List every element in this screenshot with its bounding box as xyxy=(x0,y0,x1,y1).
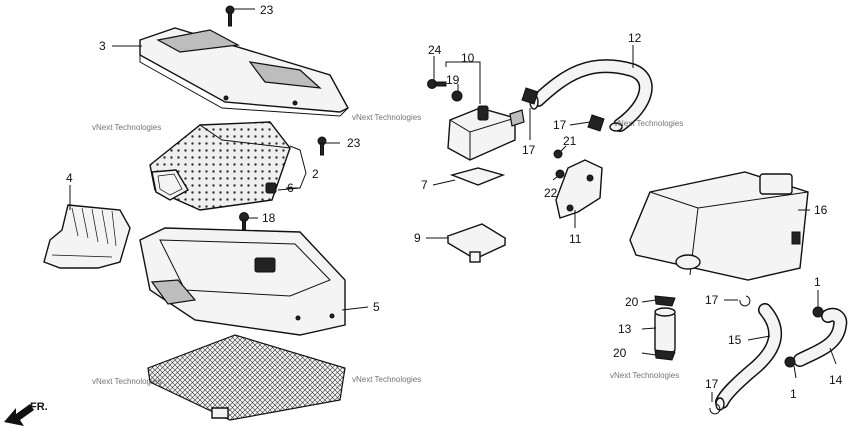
nut-6 xyxy=(265,182,277,194)
leader-lines xyxy=(69,8,837,402)
callout-21: 21 xyxy=(563,134,577,148)
clip-17 xyxy=(521,87,605,132)
callout-20a: 20 xyxy=(625,295,639,309)
air-cleaner-cover xyxy=(139,27,349,117)
callout-9: 9 xyxy=(414,231,421,245)
bolt-18 xyxy=(239,212,249,235)
callout-7: 7 xyxy=(421,178,428,192)
hose-joint-13 xyxy=(654,295,676,361)
callout-17b: 17 xyxy=(522,143,536,157)
watermarks: vNext Technologies vNext Technologies vN… xyxy=(92,113,683,386)
callout-1a: 1 xyxy=(814,275,821,289)
watermark-1: vNext Technologies xyxy=(92,123,161,132)
watermark-5: vNext Technologies xyxy=(352,375,421,384)
air-filter-element xyxy=(149,121,291,211)
air-cleaner-case xyxy=(139,227,346,336)
watermark-3: vNext Technologies xyxy=(614,119,683,128)
clip-17-upper xyxy=(739,295,751,307)
watermark-2: vNext Technologies xyxy=(352,113,421,122)
callout-17d: 17 xyxy=(705,377,719,391)
hose-14 xyxy=(793,307,848,367)
callout-20b: 20 xyxy=(613,346,627,360)
breather-base xyxy=(446,223,507,263)
front-direction-arrow: FR. xyxy=(4,401,48,426)
callout-5: 5 xyxy=(373,300,380,314)
clamp-1-upper xyxy=(812,306,824,318)
clamp-1-lower xyxy=(784,356,796,368)
callout-4: 4 xyxy=(66,171,73,185)
watermark-4: vNext Technologies xyxy=(92,377,161,386)
bolt-23-top xyxy=(225,5,235,27)
callout-11: 11 xyxy=(569,232,582,246)
clip-17-lower xyxy=(709,403,721,415)
callout-12: 12 xyxy=(628,31,642,45)
reservoir-tank xyxy=(629,171,809,281)
callout-15: 15 xyxy=(728,333,742,347)
callout-17a: 17 xyxy=(553,118,567,132)
callout-22: 22 xyxy=(544,186,558,200)
callout-2: 2 xyxy=(312,167,319,181)
mesh-screen xyxy=(147,334,346,421)
intake-duct xyxy=(43,204,131,269)
callout-23b: 23 xyxy=(347,136,361,150)
callout-19: 19 xyxy=(446,73,460,87)
callout-6: 6 xyxy=(287,181,294,195)
watermark-6: vNext Technologies xyxy=(610,371,679,380)
callout-labels: 23 3 24 10 19 12 17 17 21 22 11 16 23 2 … xyxy=(66,3,843,401)
callout-24: 24 xyxy=(428,43,442,57)
callout-3: 3 xyxy=(99,39,106,53)
gasket-7 xyxy=(449,167,506,186)
breather-assembly xyxy=(427,79,525,161)
callout-13: 13 xyxy=(618,322,632,336)
callout-18: 18 xyxy=(262,211,276,225)
callout-1b: 1 xyxy=(790,387,797,401)
callout-23a: 23 xyxy=(260,3,274,17)
callout-14: 14 xyxy=(829,373,843,387)
front-label: FR. xyxy=(30,401,48,413)
hose-15 xyxy=(715,303,783,411)
callout-16: 16 xyxy=(814,203,828,217)
bracket-11 xyxy=(555,159,603,219)
bolt-23-right xyxy=(317,136,327,156)
callout-10: 10 xyxy=(461,51,475,65)
callout-17c: 17 xyxy=(705,293,719,307)
